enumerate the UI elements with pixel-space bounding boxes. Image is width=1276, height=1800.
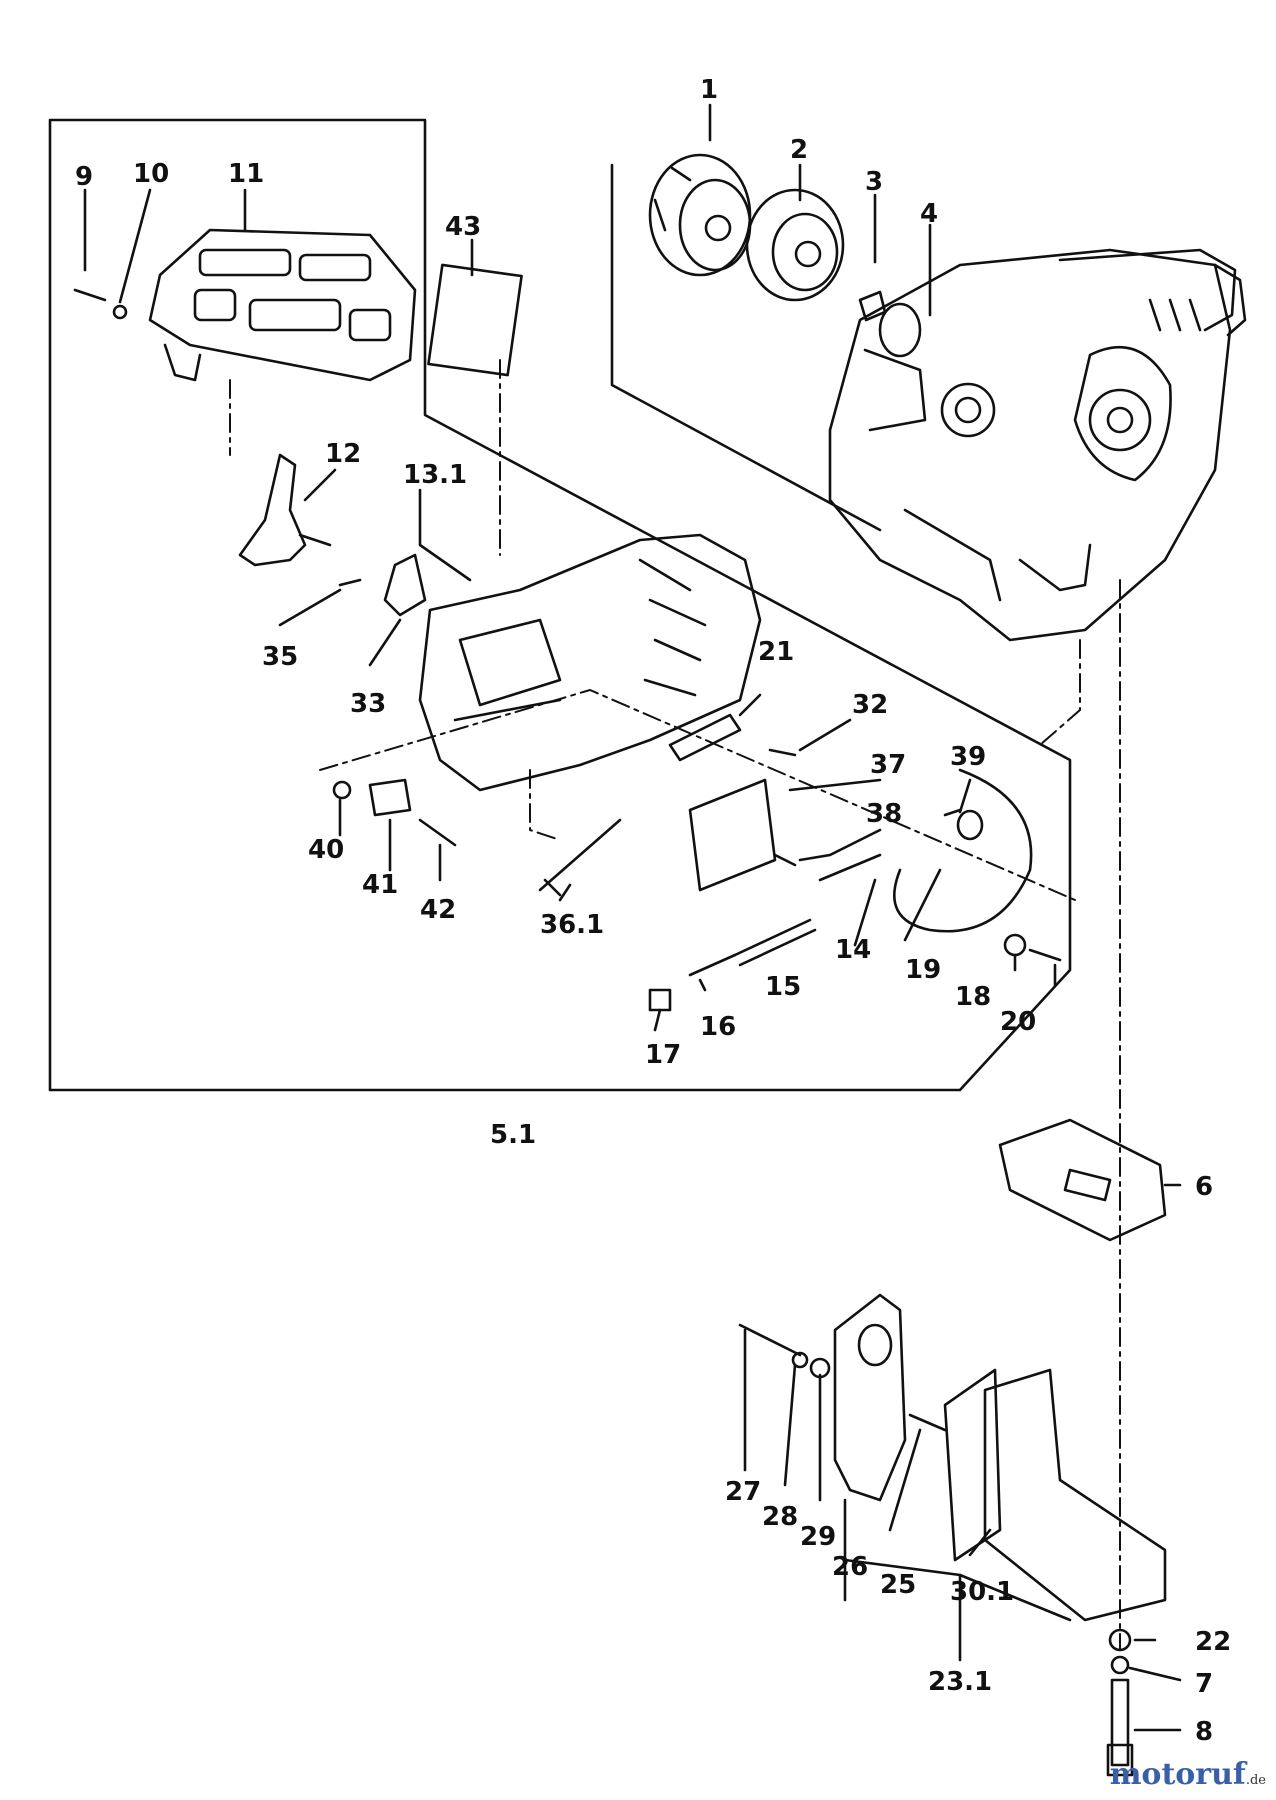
guard-plate bbox=[688, 778, 777, 892]
callout-12: 12 bbox=[325, 439, 361, 469]
washer-4 bbox=[878, 302, 922, 358]
callout-21: 21 bbox=[758, 637, 794, 667]
brake-band bbox=[893, 768, 1033, 933]
nut-17 bbox=[648, 988, 672, 1012]
callout-5-1: 5.1 bbox=[490, 1120, 536, 1150]
callout-4: 4 bbox=[920, 199, 938, 229]
watermark-tld: .de bbox=[1245, 1773, 1266, 1788]
callout-33: 33 bbox=[350, 689, 386, 719]
screw-35 bbox=[338, 578, 362, 587]
gasket-30 bbox=[943, 1368, 1002, 1562]
callout-37: 37 bbox=[870, 750, 906, 780]
callout-16: 16 bbox=[700, 1012, 736, 1042]
pin-16 bbox=[688, 953, 737, 977]
adjuster-41 bbox=[368, 778, 412, 817]
chain-tensioner bbox=[538, 818, 622, 897]
callout-15: 15 bbox=[765, 972, 801, 1002]
callout-40: 40 bbox=[308, 835, 344, 865]
gasket-43 bbox=[427, 263, 523, 377]
callout-7: 7 bbox=[1195, 1669, 1213, 1699]
screw-9 bbox=[73, 288, 107, 302]
spacer-25 bbox=[908, 1413, 947, 1432]
leader-clutch-frame bbox=[610, 163, 882, 532]
screw-20 bbox=[1028, 948, 1062, 962]
callout-29: 29 bbox=[800, 1522, 836, 1552]
callout-20: 20 bbox=[1000, 1007, 1036, 1037]
callout-9: 9 bbox=[75, 162, 93, 192]
tank-mount-23-1 bbox=[983, 1368, 1167, 1622]
callout-43: 43 bbox=[445, 212, 481, 242]
spring-clip bbox=[668, 713, 742, 762]
link-plate bbox=[383, 553, 427, 617]
callout-11: 11 bbox=[228, 159, 264, 189]
callout-41: 41 bbox=[362, 870, 398, 900]
washer-40 bbox=[332, 780, 352, 800]
brake-lever bbox=[238, 453, 307, 567]
callout-26: 26 bbox=[832, 1552, 868, 1582]
washer-28 bbox=[791, 1351, 809, 1369]
callout-14: 14 bbox=[835, 935, 871, 965]
assembly-boundary-5-1 bbox=[48, 118, 1072, 1092]
brake-pin bbox=[956, 809, 984, 841]
callout-25: 25 bbox=[880, 1570, 916, 1600]
callout-32: 32 bbox=[852, 690, 888, 720]
callout-42: 42 bbox=[420, 895, 456, 925]
callout-22: 22 bbox=[1195, 1627, 1231, 1657]
callout-13-1: 13.1 bbox=[403, 460, 467, 490]
callout-38: 38 bbox=[866, 799, 902, 829]
chain-cover bbox=[148, 228, 417, 382]
washer-18 bbox=[1003, 933, 1027, 957]
callout-1: 1 bbox=[700, 75, 718, 105]
clutch-drum bbox=[745, 188, 845, 302]
clutch-shoes bbox=[648, 153, 752, 277]
callout-35: 35 bbox=[262, 642, 298, 672]
callout-27: 27 bbox=[725, 1477, 761, 1507]
callout-3: 3 bbox=[865, 167, 883, 197]
callout-30-1: 30.1 bbox=[950, 1577, 1014, 1607]
mount-block bbox=[833, 1293, 907, 1502]
washer-22 bbox=[1108, 1628, 1132, 1652]
base-plate bbox=[998, 1118, 1167, 1242]
callout-17: 17 bbox=[645, 1040, 681, 1070]
callout-36-1: 36.1 bbox=[540, 910, 604, 940]
washer-10 bbox=[112, 304, 128, 320]
callout-28: 28 bbox=[762, 1502, 798, 1532]
callout-6: 6 bbox=[1195, 1172, 1213, 1202]
brake-housing bbox=[418, 533, 762, 792]
callout-2: 2 bbox=[790, 135, 808, 165]
watermark-logo: motoruf.de bbox=[1110, 1757, 1266, 1792]
callout-8: 8 bbox=[1195, 1717, 1213, 1747]
callout-18: 18 bbox=[955, 982, 991, 1012]
bolt-8 bbox=[1110, 1678, 1130, 1767]
bolt-27 bbox=[738, 1323, 802, 1357]
callout-39: 39 bbox=[950, 742, 986, 772]
needle-bearing bbox=[858, 290, 887, 322]
rod-14 bbox=[818, 853, 882, 882]
callout-10: 10 bbox=[133, 159, 169, 189]
screw-32 bbox=[768, 748, 797, 757]
spring-15 bbox=[733, 918, 817, 967]
watermark-name: motoruf bbox=[1109, 1757, 1246, 1792]
bolt-42 bbox=[418, 818, 457, 847]
pin-39 bbox=[943, 808, 962, 817]
screw-38 bbox=[773, 853, 797, 867]
callout-23-1: 23.1 bbox=[928, 1667, 992, 1697]
washer-7 bbox=[1110, 1655, 1130, 1675]
crankcase bbox=[828, 248, 1247, 642]
callout-19: 19 bbox=[905, 955, 941, 985]
